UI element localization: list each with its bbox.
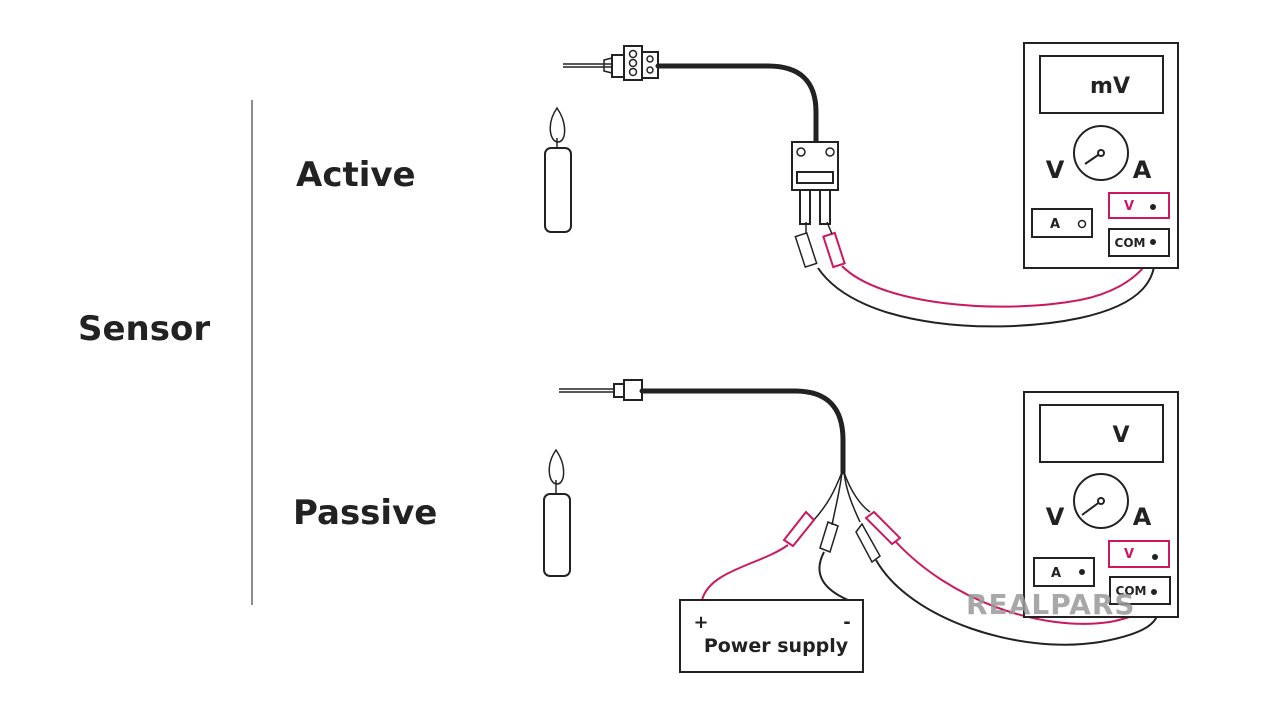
passive-sensor-cable [639, 388, 846, 475]
passive-meter-v-scale: V [1046, 503, 1065, 531]
realpars-logo: REALPARS [966, 588, 1136, 621]
active-candle-icon [544, 106, 572, 233]
passive-meter-display: V [1112, 423, 1129, 448]
active-meter-amp-port: A [1050, 217, 1060, 232]
active-label: Active [296, 155, 416, 195]
passive-meter-com-port: COM [1116, 584, 1147, 598]
active-meter-a-scale: A [1133, 156, 1152, 184]
active-black-lead [817, 241, 1156, 328]
sensor-label: Sensor [78, 309, 210, 349]
power-supply-box: + - Power supply [679, 599, 864, 673]
active-meter-volt-port: V [1124, 199, 1134, 214]
active-multimeter: mV V A A V COM [1023, 42, 1179, 269]
power-minus-lead [818, 551, 849, 601]
active-meter-display: mV [1090, 74, 1130, 99]
power-supply-label: Power supply [704, 635, 849, 657]
passive-candle-icon [543, 448, 571, 577]
passive-wire-fan [811, 471, 871, 526]
active-lead-clips [794, 221, 846, 269]
passive-meter-amp-port: A [1051, 566, 1061, 581]
active-meter-com-port: COM [1115, 236, 1146, 250]
power-plus-lead [701, 544, 789, 601]
passive-meter-volt-port: V [1124, 547, 1134, 562]
passive-meter-a-scale: A [1133, 503, 1152, 531]
rtd-probe-icon [559, 379, 643, 401]
power-supply-minus: - [843, 612, 850, 633]
power-supply-plus: + [693, 612, 708, 633]
active-sensor-cable [655, 63, 819, 145]
thermocouple-probe-icon [563, 45, 659, 81]
passive-black-lead [875, 559, 1160, 646]
passive-label: Passive [293, 493, 437, 533]
passive-lead-clips [782, 510, 902, 564]
thermocouple-connector-icon [791, 141, 839, 225]
active-meter-v-scale: V [1046, 156, 1065, 184]
passive-multimeter: V V A A V COM [1023, 391, 1179, 618]
